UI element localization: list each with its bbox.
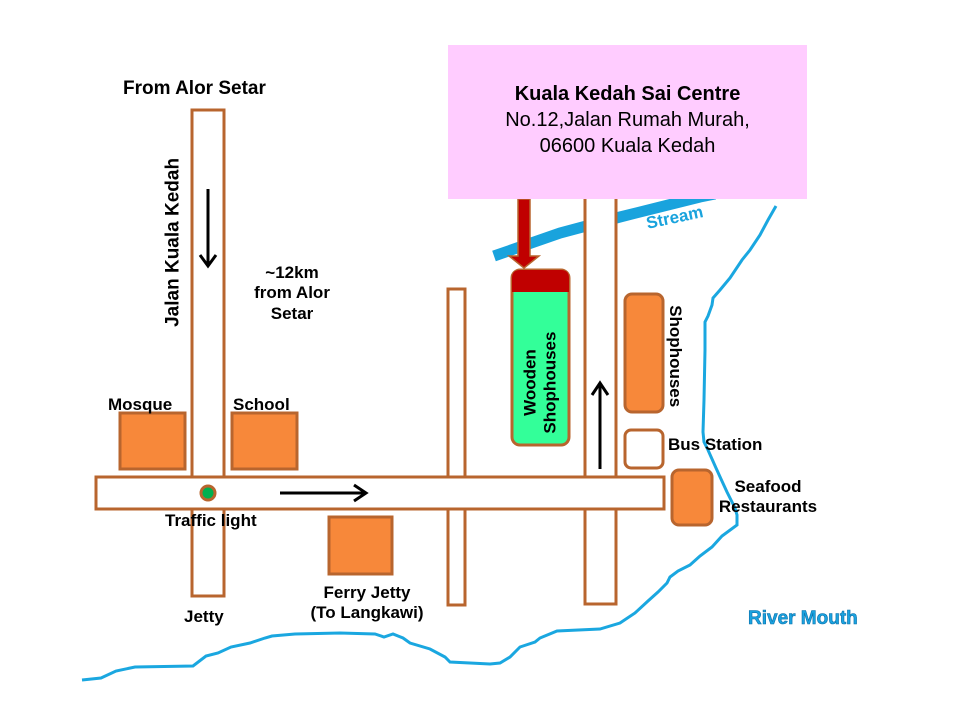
ferry-jetty-building[interactable] bbox=[327, 515, 394, 576]
arrow-right-icon bbox=[280, 483, 369, 503]
jalan-kuala-kedah-label: Jalan Kuala Kedah bbox=[162, 157, 184, 327]
school-building[interactable] bbox=[230, 411, 299, 471]
address-street: No.12,Jalan Rumah Murah, bbox=[505, 109, 750, 131]
from-alor-setar-label: From Alor Setar bbox=[123, 78, 266, 99]
wooden-shophouses-label: Wooden Shophouses bbox=[520, 323, 559, 443]
ferry-jetty-label: Ferry Jetty (To Langkawi) bbox=[292, 583, 442, 624]
seafood-restaurants-label: Seafood Restaurants bbox=[708, 477, 828, 518]
ferry-jetty-line-2: (To Langkawi) bbox=[310, 603, 424, 623]
arrow-down-icon bbox=[198, 189, 218, 269]
jetty-label: Jetty bbox=[184, 607, 224, 626]
traffic-light-icon bbox=[199, 484, 217, 502]
school-label: School bbox=[233, 395, 290, 414]
distance-line-2: from Alor bbox=[254, 283, 330, 303]
shophouses-building[interactable] bbox=[623, 292, 665, 414]
address-box: Kuala Kedah Sai Centre No.12,Jalan Rumah… bbox=[448, 45, 807, 199]
arrow-up-icon bbox=[590, 380, 610, 469]
distance-line-3: Setar bbox=[270, 303, 314, 323]
distance-label: ~12km from Alor Setar bbox=[236, 263, 348, 324]
seafood-line-1: Seafood bbox=[734, 477, 802, 496]
destination-marker[interactable] bbox=[512, 270, 569, 292]
traffic-light-label: Traffic light bbox=[165, 511, 257, 530]
road-vertical-middle bbox=[446, 287, 467, 607]
wooden-line-2: Shophouses bbox=[540, 331, 559, 434]
mosque-building[interactable] bbox=[118, 411, 187, 471]
river-mouth-label: River Mouth bbox=[748, 608, 858, 630]
address-pointer-arrow-icon bbox=[506, 198, 542, 269]
seafood-line-2: Restaurants bbox=[718, 497, 818, 517]
ferry-jetty-line-1: Ferry Jetty bbox=[323, 583, 411, 602]
bus-station-building[interactable] bbox=[623, 428, 665, 470]
coastline bbox=[81, 205, 778, 682]
shophouses-label: Shophouses bbox=[666, 305, 686, 408]
bus-station-label: Bus Station bbox=[668, 435, 763, 454]
road-vertical-right bbox=[583, 188, 618, 606]
mosque-label: Mosque bbox=[108, 395, 173, 414]
seafood-restaurants-building[interactable] bbox=[670, 468, 714, 527]
address-postcode: 06600 Kuala Kedah bbox=[539, 135, 716, 157]
road-main-horizontal bbox=[94, 475, 666, 511]
address-name: Kuala Kedah Sai Centre bbox=[514, 83, 741, 105]
distance-line-1: ~12km bbox=[265, 263, 319, 282]
wooden-line-1: Wooden bbox=[520, 349, 540, 416]
